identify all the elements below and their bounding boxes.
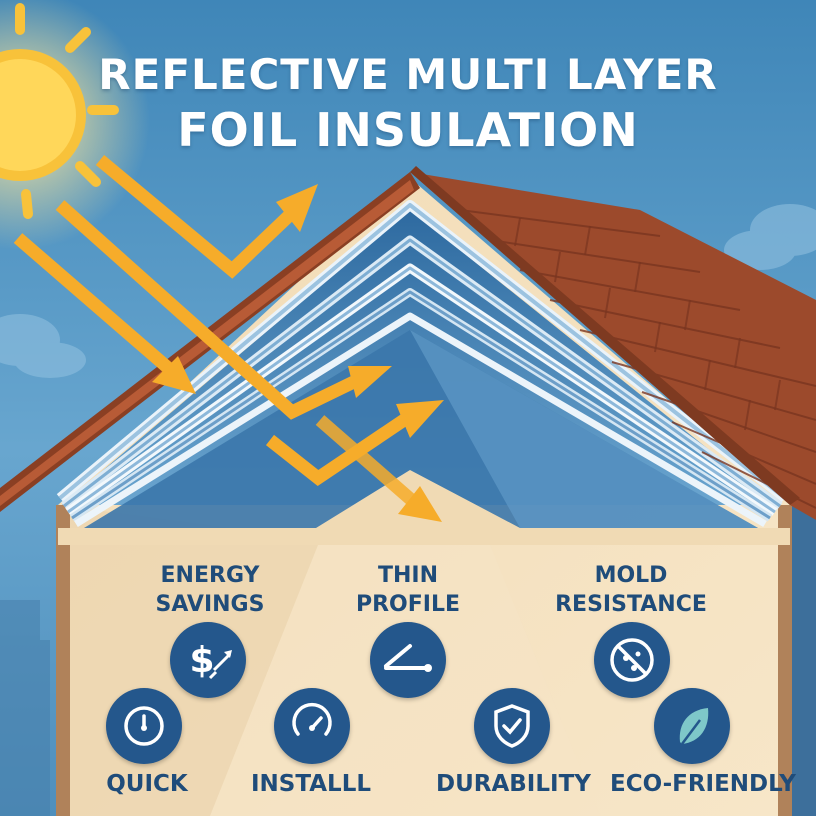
cloud-left — [0, 314, 86, 378]
ray-arrow-2 — [55, 200, 369, 420]
leaf-icon — [654, 688, 730, 764]
gauge-icon — [106, 688, 182, 764]
mold-resistance-line-2: RESISTANCE — [555, 592, 707, 617]
timer-icon — [274, 688, 350, 764]
roof-right-edge — [410, 166, 800, 505]
energy-savings-label: ENERGY SAVINGS — [150, 561, 270, 619]
title-line-1: REFLECTIVE MULTI LAYER — [98, 50, 718, 99]
left-post — [56, 505, 70, 816]
title-line-2: FOIL INSULATION — [177, 103, 639, 157]
shield-check-icon — [474, 688, 550, 764]
eco-friendly-label: ECO-FRIENDLY — [610, 771, 796, 797]
ray-arrow-3 — [13, 233, 187, 385]
thin-profile-line-1: THIN — [377, 563, 439, 588]
energy-savings-line-2: SAVINGS — [155, 592, 265, 617]
right-side-wall — [792, 505, 816, 816]
right-post — [778, 505, 792, 816]
thin-profile-line-2: PROFILE — [355, 592, 461, 617]
svg-text:$: $ — [189, 640, 214, 681]
energy-savings-line-1: ENERGY — [160, 563, 260, 588]
dollar-arrow-icon: $ — [170, 622, 246, 698]
ray-arrow-5 — [315, 415, 421, 509]
cloud-right — [724, 204, 816, 270]
thin-profile-label: THIN PROFILE — [345, 561, 471, 619]
roof-shingle-gaps — [514, 217, 781, 431]
ray-arrow-1 — [95, 155, 300, 279]
no-mold-icon — [594, 622, 670, 698]
mold-resistance-line-1: MOLD — [594, 563, 668, 588]
mold-resistance-label: MOLD RESISTANCE — [550, 561, 712, 619]
foil-insulation-layers — [56, 200, 789, 528]
sun-icon — [0, 0, 150, 250]
thin-layer-icon — [370, 622, 446, 698]
reflected-ray-arrows — [13, 155, 421, 509]
arrow-heads — [152, 184, 444, 522]
install-label: INSTALLL — [250, 771, 372, 797]
quick-label: QUICK — [106, 771, 188, 797]
durability-label: DURABILITY — [436, 771, 591, 797]
attic-inner-light — [410, 330, 758, 528]
ray-arrow-4 — [265, 410, 414, 487]
